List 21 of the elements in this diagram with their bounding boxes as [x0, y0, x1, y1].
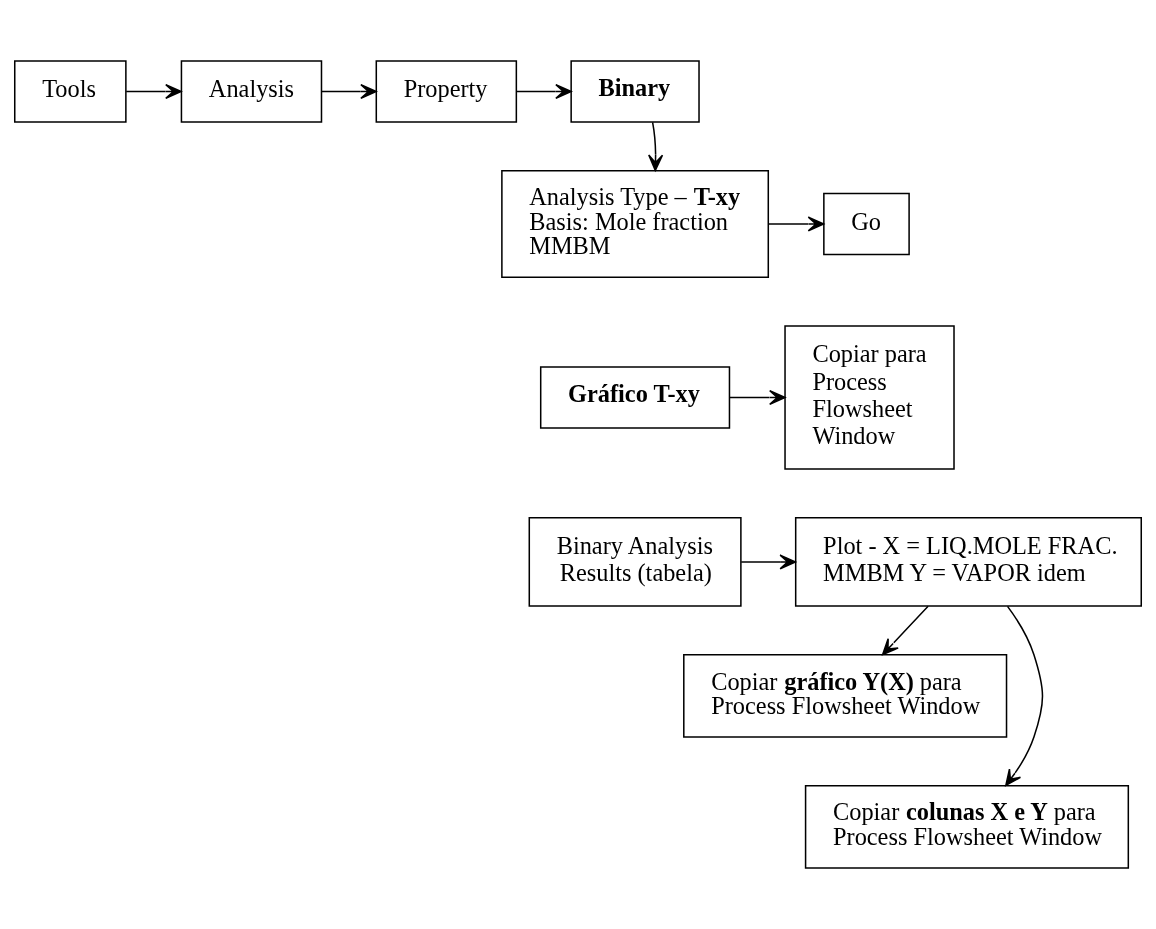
node-box: Gráfico T-xy	[539, 366, 731, 429]
arrow	[125, 83, 182, 100]
arrow	[740, 554, 797, 570]
arrow	[1005, 605, 1044, 787]
node-box: Copiar para Process Flowsheet Window	[784, 325, 955, 470]
node-box: Plot - X = LIQ.MOLE FRAC. MMBM Y = VAPOR idem	[794, 517, 1142, 607]
node-box: Go	[823, 192, 910, 256]
node-box: Property	[375, 60, 518, 123]
node-box: Binary Analysis Results (tabela)	[528, 517, 742, 607]
node-box: Tools	[14, 60, 127, 123]
node-box: Analysis Type – T-xy Basis: Mole fraction MMBM	[501, 169, 770, 278]
arrow	[320, 83, 377, 100]
arrow	[648, 121, 664, 172]
node-box: Binary	[570, 60, 700, 123]
node-box: Analysis	[180, 60, 323, 123]
arrow	[515, 83, 572, 100]
arrow	[729, 389, 786, 406]
arrow	[881, 605, 929, 656]
node-box: Copiar gráfico Y(X) para Process Flowsheet Window	[683, 654, 1008, 738]
node-box: Copiar colunas X e Y para Process Flowsheet Window	[804, 784, 1130, 869]
arrow	[767, 216, 825, 232]
